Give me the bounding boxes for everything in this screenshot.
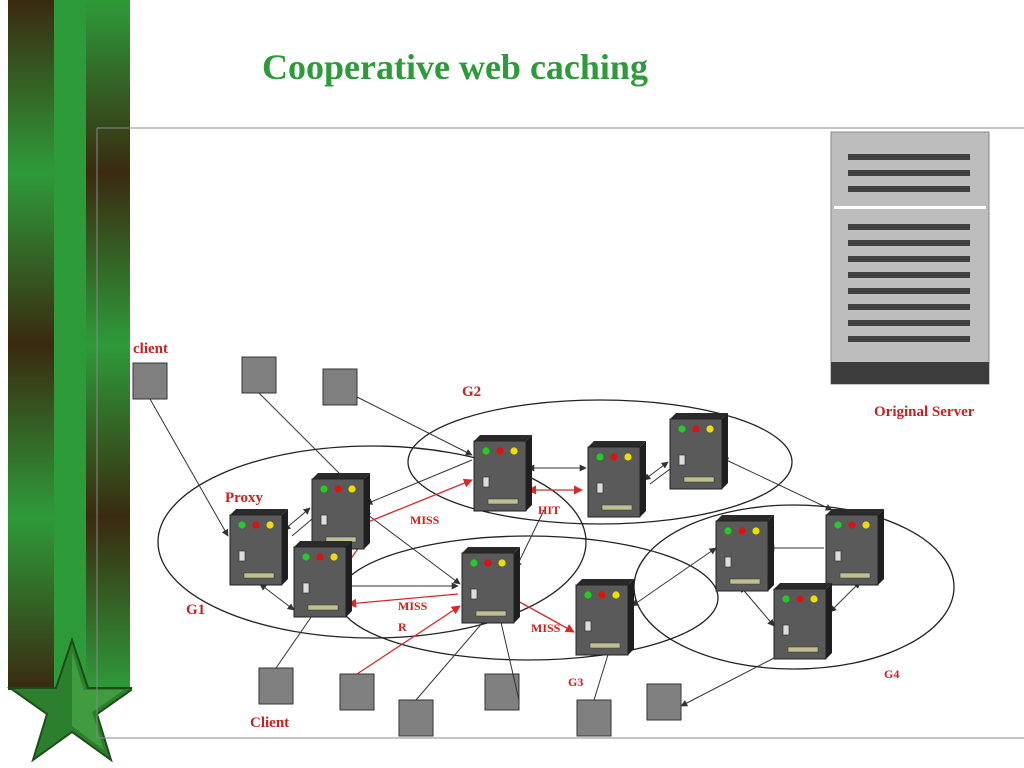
proxy-server xyxy=(473,434,533,512)
group-g1-ellipse xyxy=(157,445,587,639)
client-box xyxy=(339,673,375,711)
proxy-server xyxy=(461,546,521,624)
proxy-server xyxy=(773,582,833,660)
page-title: Cooperative web caching xyxy=(262,47,648,87)
client-box xyxy=(576,699,612,737)
group-label-g3: G3 xyxy=(568,675,583,689)
client-box xyxy=(398,699,434,737)
group-g3-ellipse xyxy=(337,535,719,661)
hit-label: HIT xyxy=(538,503,560,517)
proxy-server xyxy=(229,508,289,586)
proxy-server xyxy=(575,578,635,656)
proxy-server xyxy=(587,440,647,518)
sidebar-decoration xyxy=(0,0,132,768)
client-box xyxy=(484,673,520,711)
r-label: R xyxy=(398,620,407,634)
miss-label-3: MISS xyxy=(531,621,561,635)
group-label-g4: G4 xyxy=(884,667,899,681)
proxy-server xyxy=(825,508,885,586)
proxy-label: Proxy xyxy=(225,490,264,506)
client-box xyxy=(258,667,294,705)
client-box xyxy=(646,683,682,721)
client-box xyxy=(241,356,277,394)
original-server-label: Original Server xyxy=(874,404,975,420)
client-box xyxy=(132,362,168,400)
group-label-g1: G1 xyxy=(186,602,205,618)
miss-label-2: MISS xyxy=(398,599,428,613)
client-box xyxy=(322,368,358,406)
proxy-server xyxy=(669,412,729,490)
proxy-server xyxy=(715,514,775,592)
client-bottom-label: Client xyxy=(250,715,289,731)
group-label-g2: G2 xyxy=(462,384,481,400)
miss-label-1: MISS xyxy=(410,513,440,527)
original-server xyxy=(830,131,990,385)
proxy-server xyxy=(293,540,353,618)
client-top-label: client xyxy=(133,341,168,357)
proxy-server xyxy=(311,472,371,550)
star-icon xyxy=(6,636,132,763)
client-boxes xyxy=(132,356,682,737)
